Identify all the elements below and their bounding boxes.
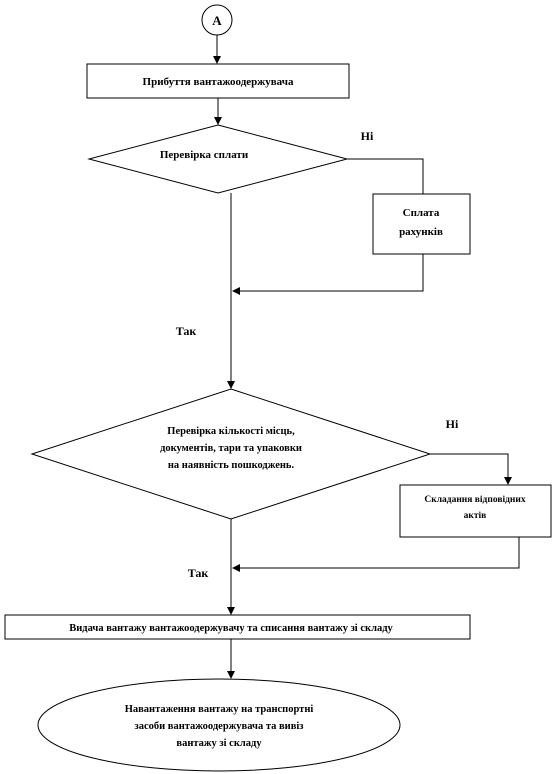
connector-label: A	[212, 13, 222, 28]
payment-check-label: Перевірка сплати	[160, 149, 249, 161]
edge-quantity-no	[430, 453, 512, 485]
loading-ellipse	[37, 678, 401, 772]
start-connector: A	[201, 4, 233, 36]
edge-pay-invoices-return	[232, 254, 424, 295]
edge-make-acts-return	[232, 537, 520, 572]
issue-box	[4, 614, 471, 640]
make-acts-node: Складання відповідних актів	[399, 484, 552, 538]
arrival-label: Прибуття вантажоодержувача	[143, 76, 294, 88]
payment-yes-label: Так	[176, 324, 197, 338]
loading-label-line3: вантажу зі складу	[176, 738, 262, 749]
quantity-check-diamond	[30, 388, 432, 520]
make-acts-box	[399, 484, 552, 538]
pay-invoices-box	[372, 193, 471, 255]
quantity-check-node: Перевірка кількості місць, документів, т…	[30, 388, 432, 520]
arrival-box	[86, 63, 350, 99]
pay-invoices-node: Сплата рахунків	[372, 193, 471, 255]
quantity-check-label-line3: на наявність пошкоджень.	[168, 460, 295, 471]
pay-invoices-label-line1: Сплата	[403, 207, 440, 219]
make-acts-label-line1: Складання відповідних	[424, 494, 526, 505]
payment-check-node: Перевірка сплати	[87, 124, 349, 194]
loading-node: Навантаження вантажу на транспортні засо…	[37, 678, 401, 772]
make-acts-label-line2: актів	[464, 510, 487, 521]
loading-label-line2: засоби вантажоодержувача та вивіз	[134, 721, 303, 732]
quantity-yes-label: Так	[188, 566, 209, 580]
quantity-no-label: Ні	[446, 417, 459, 431]
pay-invoices-label-line2: рахунків	[399, 226, 443, 238]
issue-label: Видача вантажу вантажоодержувачу та спис…	[69, 623, 393, 634]
payment-no-label: Ні	[361, 129, 374, 143]
issue-node: Видача вантажу вантажоодержувачу та спис…	[4, 614, 471, 640]
quantity-check-label-line2: документів, тари та упаковки	[160, 443, 302, 454]
edge-payment-no	[347, 158, 424, 194]
payment-check-diamond	[87, 124, 349, 194]
loading-label-line1: Навантаження вантажу на транспортні	[125, 704, 314, 715]
quantity-check-label-line1: Перевірка кількості місць,	[167, 426, 295, 437]
arrival-node: Прибуття вантажоодержувача	[86, 63, 350, 99]
